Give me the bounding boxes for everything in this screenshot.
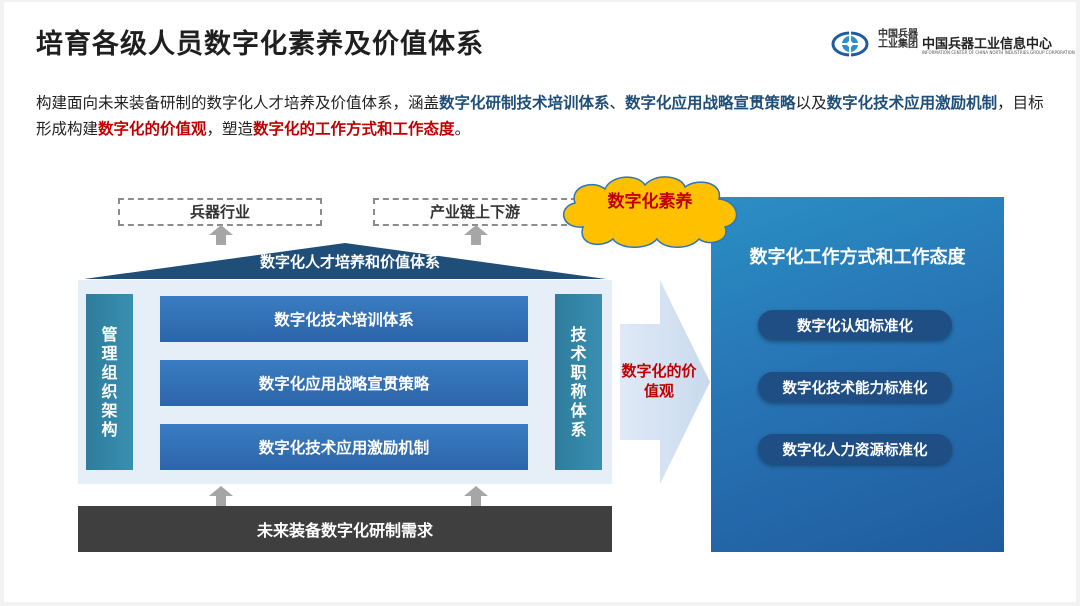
intro-highlight-workstyle: 数字化的工作方式和工作态度 <box>253 120 455 138</box>
intro-paragraph: 构建面向未来装备研制的数字化人才培养及价值体系，涵盖数字化研制技术培训体系、数字… <box>36 90 1046 142</box>
left-pillar-label: 管理组织架构 <box>101 325 118 439</box>
right-pillar-label: 技术职称体系 <box>570 325 587 439</box>
values-label: 数字化的价值观 <box>621 362 697 400</box>
strategy-bar: 数字化应用战略宣贯策略 <box>160 360 528 406</box>
up-arrow-icon <box>464 486 488 506</box>
roof-triangle <box>84 243 606 279</box>
intro-highlight-strategy: 数字化应用战略宣贯策略 <box>625 94 796 112</box>
intro-text-5: ，塑造 <box>206 120 254 138</box>
intro-text-3: 以及 <box>795 94 827 112</box>
logo-center-name: 中国兵器工业信息中心 <box>922 37 1053 52</box>
workstyle-panel-title: 数字化工作方式和工作态度 <box>749 247 966 268</box>
intro-highlight-training: 数字化研制技术培训体系 <box>439 94 610 112</box>
logo-icon <box>831 28 869 60</box>
hr-standard-pill: 数字化人力资源标准化 <box>758 434 952 464</box>
up-arrow-icon <box>464 225 488 245</box>
incentive-bar: 数字化技术应用激励机制 <box>160 424 528 470</box>
intro-text-6: 。 <box>454 120 471 138</box>
logo: 中国兵器工业集团 中国兵器工业信息中心 INFORMATION CENTER O… <box>830 24 1075 64</box>
left-pillar: 管理组织架构 <box>86 294 133 470</box>
right-arrow-icon <box>620 280 710 484</box>
cloud-shape <box>563 176 738 248</box>
intro-highlight-incentive: 数字化技术应用激励机制 <box>826 94 998 112</box>
logo-english-name: INFORMATION CENTER OF CHINA NORTH INDUST… <box>922 50 1075 55</box>
foundation-bar: 未来装备数字化研制需求 <box>78 506 612 552</box>
up-arrow-icon <box>209 225 233 245</box>
cognition-standard-pill: 数字化认知标准化 <box>758 310 952 340</box>
page-title: 培育各级人员数字化素养及价值体系 <box>36 29 484 60</box>
training-system-bar: 数字化技术培训体系 <box>160 296 528 342</box>
up-arrow-icon <box>209 486 233 506</box>
intro-text-2: 、 <box>609 94 626 112</box>
intro-text-1: 构建面向未来装备研制的数字化人才培养及价值体系，涵盖 <box>36 94 440 112</box>
ordnance-industry-box: 兵器行业 <box>118 198 322 226</box>
logo-group-name: 中国兵器工业集团 <box>878 29 918 50</box>
intro-highlight-values: 数字化的价值观 <box>98 120 207 138</box>
intro-text-4: ，目标形成构建 <box>36 94 1044 138</box>
cloud-label: 数字化素养 <box>607 192 693 212</box>
roof-label: 数字化人才培养和价值体系 <box>259 253 440 271</box>
right-pillar: 技术职称体系 <box>555 294 602 470</box>
supply-chain-box: 产业链上下游 <box>373 198 577 226</box>
tech-capability-standard-pill: 数字化技术能力标准化 <box>758 372 952 402</box>
